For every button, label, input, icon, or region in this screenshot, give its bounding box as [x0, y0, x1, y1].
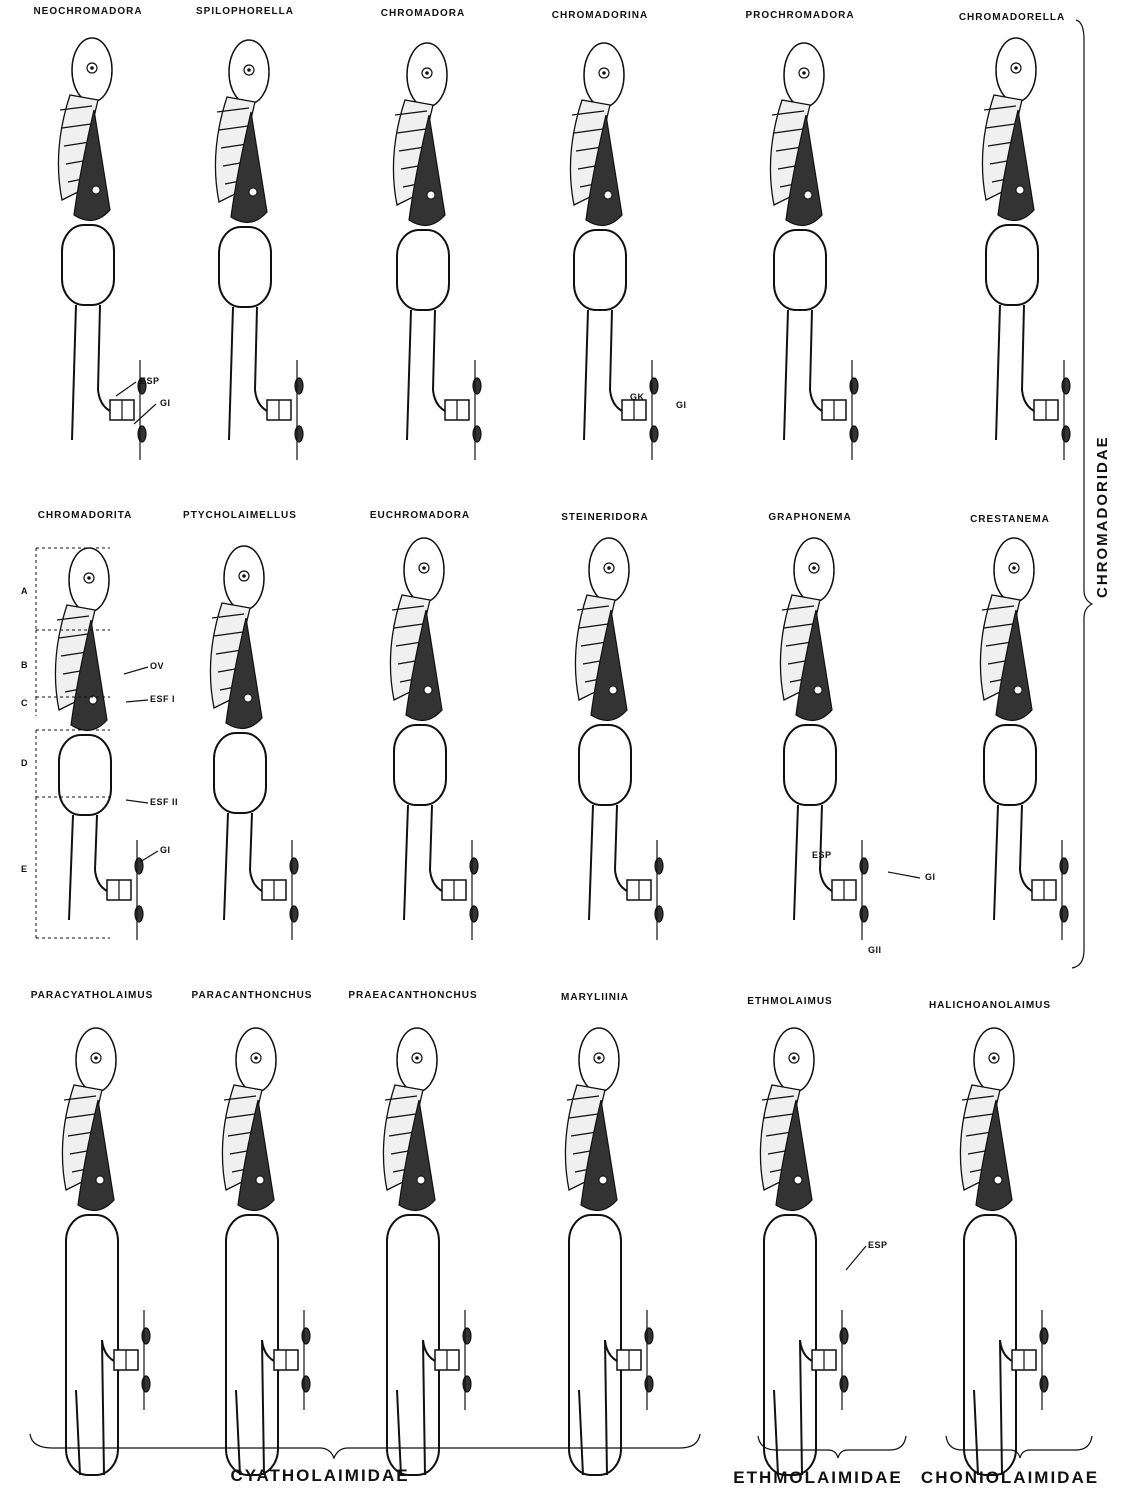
callout-e: E: [21, 864, 28, 874]
genus-label-maryliinia: MARYLIINIA: [561, 992, 629, 1003]
genus-label-graphonema: GRAPHONEMA: [768, 512, 851, 523]
callout-d: D: [21, 758, 28, 768]
figure-graphonema: [780, 538, 868, 940]
callout-esp-1: ESP: [140, 376, 160, 386]
callout-ov: OV: [150, 661, 164, 671]
genus-label-chromadora: CHROMADORA: [381, 8, 465, 19]
family-chromadoridae: CHROMADORIDAE: [1094, 435, 1111, 598]
figure-praeacanthonchus: [383, 1028, 471, 1475]
callout-esp-3: ESP: [868, 1240, 888, 1250]
figure-maryliinia: [565, 1028, 653, 1475]
callout-gi-4: GI: [925, 872, 936, 882]
genus-label-neochromadora: NEOCHROMADORA: [33, 6, 142, 17]
family-cyatholaimidae: CYATHOLAIMIDAE: [230, 1466, 409, 1486]
callout-gii: GII: [868, 945, 882, 955]
family-ethmolaimidae: ETHMOLAIMIDAE: [733, 1468, 903, 1488]
figure-spilophorella: [215, 40, 303, 460]
callout-gk: GK: [630, 392, 645, 402]
genus-label-spilophorella: SPILOPHORELLA: [196, 6, 294, 17]
callout-esp-2: ESP: [812, 850, 832, 860]
family-choniolaimidae: CHONIOLAIMIDAE: [921, 1468, 1099, 1488]
figure-chromadora: [393, 43, 481, 460]
callout-b: B: [21, 660, 28, 670]
genus-label-chromadorella: CHROMADORELLA: [959, 12, 1065, 23]
genus-label-ptycholaimellus: PTYCHOLAIMELLUS: [183, 510, 297, 521]
figure-steineridora: [575, 538, 663, 940]
figure-ethmolaimus: [760, 1028, 848, 1475]
figure-paracyatholaimus: [62, 1028, 150, 1475]
genus-label-euchromadora: EUCHROMADORA: [370, 510, 470, 521]
callout-gi-1: GI: [160, 398, 171, 408]
family-brackets: [30, 20, 1092, 1458]
genus-label-ethmolaimus: ETHMOLAIMUS: [747, 996, 832, 1007]
callout-c: C: [21, 698, 28, 708]
genus-label-paracanthonchus: PARACANTHONCHUS: [192, 990, 313, 1001]
genus-label-praeacanthonchus: PRAEACANTHONCHUS: [348, 990, 477, 1001]
figure-prochromadora: [770, 43, 858, 460]
genus-label-steineridora: STEINERIDORA: [561, 512, 649, 523]
figure-ptycholaimellus: [210, 546, 298, 940]
genus-label-paracyatholaimus: PARACYATHOLAIMUS: [31, 990, 153, 1001]
figure-neochromadora: [58, 38, 146, 460]
figure-paracanthonchus: [222, 1028, 310, 1475]
genus-label-prochromadora: PROCHROMADORA: [745, 10, 854, 21]
callout-esfi: ESF I: [150, 694, 175, 704]
figure-chromadorita: [55, 548, 143, 940]
callout-esfii: ESF II: [150, 797, 178, 807]
figure-euchromadora: [390, 538, 478, 940]
figure-chromadorella: [982, 38, 1070, 460]
genus-label-halichoanolaimus: HALICHOANOLAIMUS: [929, 1000, 1051, 1011]
figure-crestanema: [980, 538, 1068, 940]
callout-gi-3: GI: [160, 845, 171, 855]
callout-gi-2: GI: [676, 400, 687, 410]
genus-label-chromadorina: CHROMADORINA: [552, 10, 648, 21]
genus-label-crestanema: CRESTANEMA: [970, 514, 1050, 525]
figure-halichoanolaimus: [960, 1028, 1048, 1475]
callout-a: A: [21, 586, 28, 596]
genus-label-chromadorita: CHROMADORITA: [38, 510, 133, 521]
